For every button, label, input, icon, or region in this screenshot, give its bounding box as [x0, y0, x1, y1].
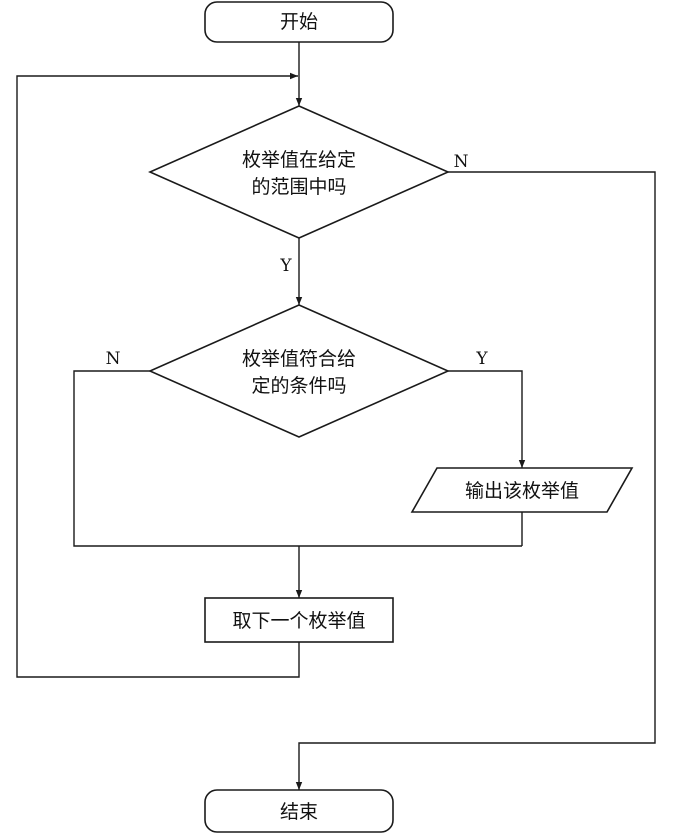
next-value-label: 取下一个枚举值 [232, 610, 365, 632]
range-yes-label: Y [279, 256, 292, 276]
end-node: 结束 [204, 789, 394, 833]
edge-condition-no [73, 370, 522, 547]
end-label: 结束 [280, 801, 318, 823]
range-decision-node: 枚举值在给定 的范围中吗 [148, 105, 450, 239]
condition-no-label: N [106, 349, 121, 369]
start-node: 开始 [204, 1, 394, 43]
edge-range-no [295, 171, 656, 790]
connectors [16, 42, 656, 790]
edge-condition-yes [448, 370, 526, 468]
output-node: 输出该枚举值 [410, 467, 634, 513]
next-value-node: 取下一个枚举值 [204, 597, 394, 643]
range-no-label: N [454, 152, 469, 172]
condition-decision-node: 枚举值符合给 定的条件吗 [148, 304, 450, 438]
range-decision-line-1: 枚举值在给定 [242, 149, 356, 171]
edge-loop-back [16, 72, 300, 678]
condition-yes-label: Y [475, 349, 488, 369]
range-decision-line-2: 的范围中吗 [251, 176, 346, 198]
output-label: 输出该枚举值 [465, 480, 579, 502]
condition-decision-line-2: 定的条件吗 [251, 375, 346, 397]
start-label: 开始 [280, 11, 318, 33]
condition-decision-line-1: 枚举值符合给 [242, 348, 356, 370]
